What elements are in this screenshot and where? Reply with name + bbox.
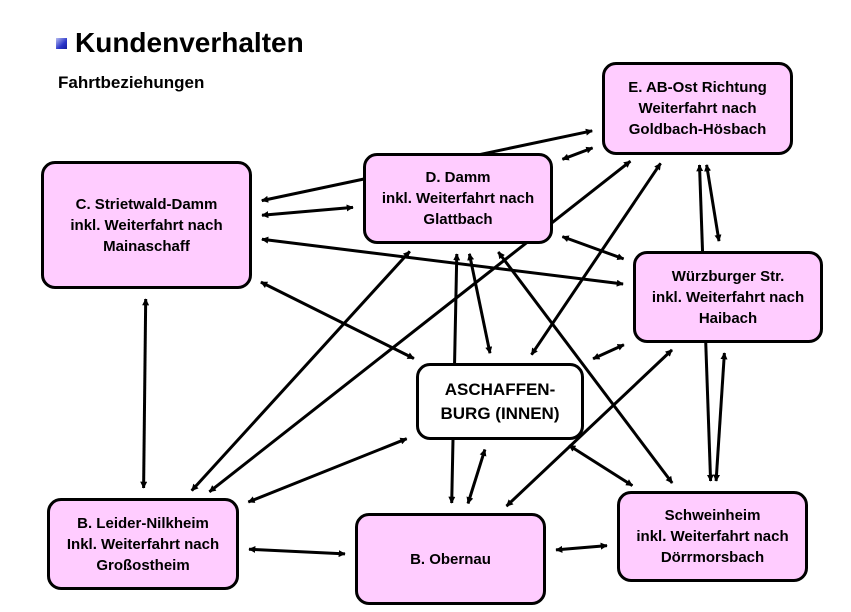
node-line: B. Leider-Nilkheim bbox=[77, 514, 209, 532]
node-line: ASCHAFFEN- bbox=[444, 379, 556, 399]
node-line: Dörrmorsbach bbox=[660, 549, 765, 566]
node-b-leider-nilkheim: B. Leider-Nilkheim Inkl. Weiterfahrt nac… bbox=[47, 498, 239, 590]
node-aschaffenburg-innen: ASCHAFFEN- BURG (INNEN) bbox=[416, 363, 584, 440]
node-line: BURG (INNEN) bbox=[440, 403, 560, 423]
node-line: inkl. Weiterfahrt nach bbox=[381, 190, 535, 207]
arrow-b2-s bbox=[555, 542, 608, 553]
node-line: B. Obernau bbox=[410, 550, 491, 568]
bullet-square-icon bbox=[56, 37, 67, 49]
arrow-c-d bbox=[261, 204, 354, 219]
arrow-c-b1 bbox=[140, 298, 150, 489]
node-line: inkl. Weiterfahrt nach bbox=[651, 288, 805, 306]
node-d-damm: D. Damm inkl. Weiterfahrt nach Glattbach bbox=[363, 153, 553, 244]
node-line: Inkl. Weiterfahrt nach bbox=[66, 535, 220, 553]
arrow-a-s bbox=[568, 444, 634, 487]
node-line: Mainaschaff bbox=[103, 237, 190, 255]
arrow-e-b1 bbox=[208, 160, 632, 493]
slide-subtitle: Fahrtbeziehungen bbox=[58, 73, 205, 92]
arrow-c-w bbox=[261, 236, 624, 287]
node-line: C. Strietwald-Damm bbox=[75, 195, 218, 213]
arrow-a-b2 bbox=[466, 448, 487, 505]
node-line: Goldbach-Hösbach bbox=[628, 121, 767, 138]
arrow-a-b1 bbox=[247, 437, 408, 504]
arrow-w-a bbox=[592, 343, 625, 361]
title-row: Kundenverhalten bbox=[56, 26, 304, 60]
arrow-d-e bbox=[561, 146, 594, 161]
arrow-b1-b2 bbox=[248, 546, 346, 558]
node-line: Haibach bbox=[698, 309, 758, 327]
node-line: inkl. Weiterfahrt nach bbox=[70, 216, 223, 234]
node-line: Großostheim bbox=[96, 556, 190, 574]
node-line: Glattbach bbox=[423, 211, 493, 228]
node-line: E. AB-Ost Richtung bbox=[628, 79, 767, 96]
node-c-strietwald-damm: C. Strietwald-Damm inkl. Weiterfahrt nac… bbox=[41, 161, 252, 289]
arrow-d-w bbox=[561, 235, 625, 261]
node-b-obernau: B. Obernau bbox=[355, 513, 546, 605]
node-schweinheim: Schweinheim inkl. Weiterfahrt nach Dörrm… bbox=[617, 491, 808, 582]
arrow-d-a bbox=[467, 253, 493, 354]
arrow-c-a bbox=[260, 280, 415, 360]
node-line: inkl. Weiterfahrt nach bbox=[636, 528, 789, 545]
node-wuerzburger-str: Würzburger Str. inkl. Weiterfahrt nach H… bbox=[633, 251, 823, 343]
slide-title: Kundenverhalten bbox=[75, 27, 304, 58]
node-line: Würzburger Str. bbox=[671, 267, 785, 285]
node-line: D. Damm bbox=[425, 169, 491, 186]
arrow-e-w bbox=[704, 164, 722, 242]
node-e-ab-ost: E. AB-Ost Richtung Weiterfahrt nach Gold… bbox=[602, 62, 793, 155]
arrow-w-s bbox=[713, 352, 728, 482]
node-line: Weiterfahrt nach bbox=[638, 100, 757, 117]
arrow-w-b2 bbox=[505, 348, 674, 508]
node-line: Schweinheim bbox=[664, 507, 761, 524]
